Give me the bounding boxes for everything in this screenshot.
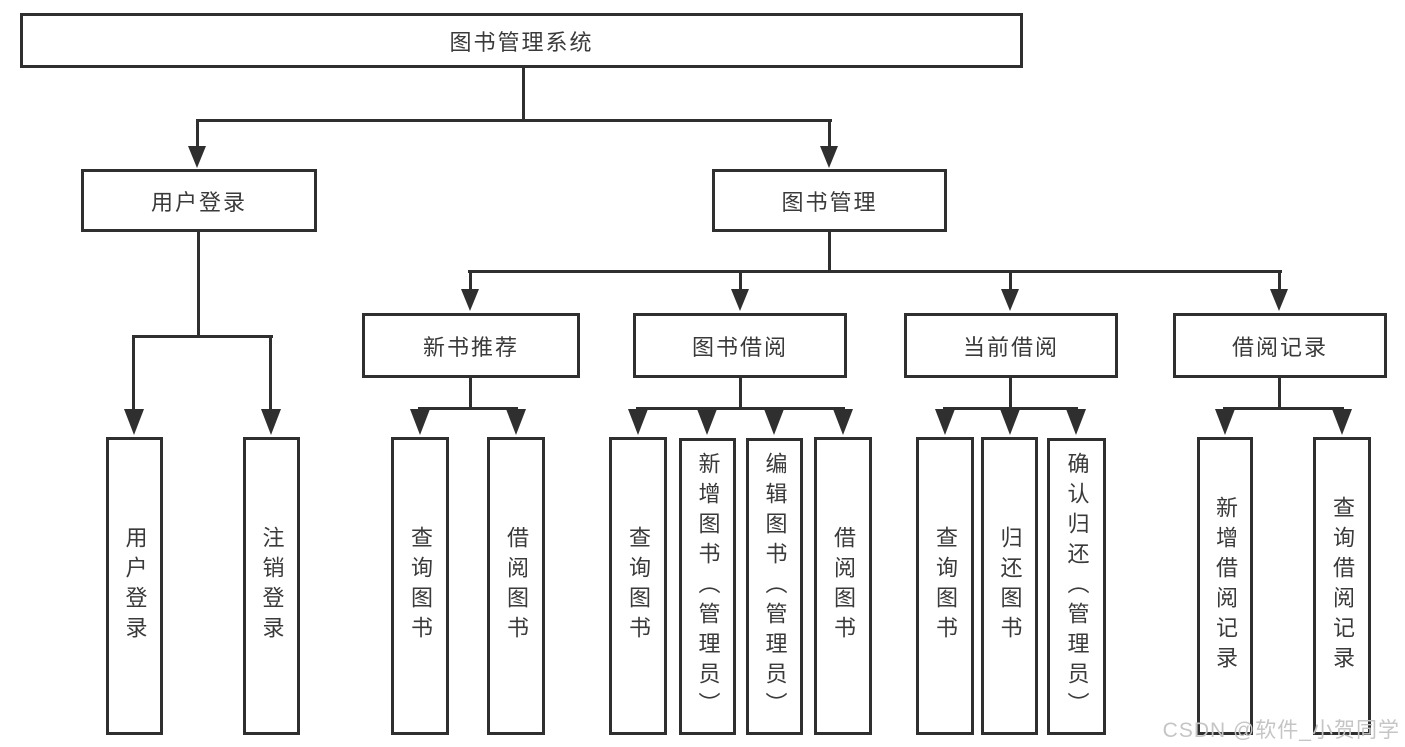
connector-level2-rail bbox=[196, 119, 832, 122]
leaf-bb-borrow-label: 借阅图书 bbox=[831, 526, 856, 646]
leaf-bb-borrow: 借阅图书 bbox=[814, 437, 872, 735]
connector-borrow-log-rail bbox=[1223, 407, 1344, 410]
arrowhead-leaf-bl-query bbox=[1332, 409, 1352, 435]
arrowhead-leaf-cb-query bbox=[935, 409, 955, 435]
leaf-cb-return: 归还图书 bbox=[981, 437, 1038, 735]
arrowhead-leaf-bb-edit bbox=[764, 409, 784, 435]
leaf-nb-query: 查询图书 bbox=[391, 437, 449, 735]
leaf-bb-add: 新增图书（管理员） bbox=[679, 438, 736, 735]
connector-book-borrow-down bbox=[739, 378, 742, 410]
arrowhead-leaf-cb-return bbox=[1000, 409, 1020, 435]
node-root: 图书管理系统 bbox=[20, 13, 1023, 68]
connector-stem-book-borrow bbox=[739, 270, 742, 290]
leaf-bb-edit: 编辑图书（管理员） bbox=[746, 438, 803, 735]
leaf-cb-return-label: 归还图书 bbox=[997, 526, 1023, 646]
node-book-mgmt-label: 图书管理 bbox=[781, 189, 878, 215]
arrowhead-cur-borrow bbox=[1001, 289, 1019, 311]
node-user-login: 用户登录 bbox=[81, 169, 317, 232]
node-borrow-log-label: 借阅记录 bbox=[1231, 334, 1328, 360]
leaf-bb-edit-label: 编辑图书（管理员） bbox=[762, 451, 788, 722]
leaf-cb-query: 查询图书 bbox=[916, 437, 974, 735]
arrowhead-leaf-bb-query bbox=[628, 409, 648, 435]
node-user-login-label: 用户登录 bbox=[150, 189, 247, 215]
leaf-user-login-label: 用户登录 bbox=[122, 526, 148, 646]
arrowhead-book-borrow bbox=[731, 289, 749, 311]
connector-level3-rail bbox=[468, 270, 1282, 273]
leaf-logout: 注销登录 bbox=[243, 437, 300, 735]
node-book-borrow: 图书借阅 bbox=[633, 313, 847, 378]
connector-stem-borrow-log bbox=[1278, 270, 1281, 290]
leaf-nb-borrow-label: 借阅图书 bbox=[504, 526, 529, 646]
arrowhead-new-book bbox=[461, 289, 479, 311]
connector-user-login-rail bbox=[132, 335, 273, 338]
node-new-book: 新书推荐 bbox=[362, 313, 580, 378]
node-root-label: 图书管理系统 bbox=[449, 29, 594, 55]
connector-book-borrow-rail bbox=[636, 407, 845, 410]
connector-user-login-down bbox=[197, 232, 200, 337]
node-cur-borrow: 当前借阅 bbox=[904, 313, 1118, 378]
connector-book-mgmt-down bbox=[828, 232, 831, 272]
leaf-cb-query-label: 查询图书 bbox=[933, 526, 958, 646]
connector-stem-book-mgmt bbox=[828, 119, 831, 147]
leaf-bb-query: 查询图书 bbox=[609, 437, 667, 735]
arrowhead-leaf-bl-add bbox=[1215, 409, 1235, 435]
leaf-logout-label: 注销登录 bbox=[259, 526, 285, 646]
leaf-cb-confirm: 确认归还（管理员） bbox=[1047, 438, 1106, 735]
arrowhead-leaf-bb-borrow bbox=[833, 409, 853, 435]
leaf-nb-borrow: 借阅图书 bbox=[487, 437, 545, 735]
connector-stem-leaf-logout bbox=[269, 335, 272, 411]
node-borrow-log: 借阅记录 bbox=[1173, 313, 1387, 378]
leaf-bl-add-label: 新增借阅记录 bbox=[1213, 496, 1238, 676]
leaf-bb-add-label: 新增图书（管理员） bbox=[695, 451, 721, 722]
connector-new-book-down bbox=[469, 378, 472, 410]
node-new-book-label: 新书推荐 bbox=[422, 334, 519, 360]
connector-stem-cur-borrow bbox=[1009, 270, 1012, 290]
arrowhead-book-mgmt bbox=[820, 146, 838, 168]
arrowhead-leaf-nb-query bbox=[410, 409, 430, 435]
arrowhead-leaf-cb-confirm bbox=[1066, 409, 1086, 435]
connector-borrow-log-down bbox=[1278, 378, 1281, 410]
connector-stem-leaf-user-login bbox=[132, 335, 135, 411]
csdn-watermark: CSDN @软件_小贺同学 bbox=[1162, 719, 1400, 742]
leaf-bl-add: 新增借阅记录 bbox=[1197, 437, 1253, 735]
arrowhead-leaf-bb-add bbox=[697, 409, 717, 435]
leaf-user-login: 用户登录 bbox=[106, 437, 163, 735]
arrowhead-borrow-log bbox=[1270, 289, 1288, 311]
connector-stem-new-book bbox=[469, 270, 472, 290]
arrowhead-leaf-nb-borrow bbox=[506, 409, 526, 435]
arrowhead-leaf-logout bbox=[261, 409, 281, 435]
leaf-bl-query-label: 查询借阅记录 bbox=[1330, 496, 1355, 676]
arrowhead-leaf-user-login bbox=[124, 409, 144, 435]
arrowhead-user-login bbox=[188, 146, 206, 168]
connector-root-stem bbox=[522, 68, 525, 121]
connector-stem-user-login bbox=[196, 119, 199, 147]
leaf-cb-confirm-label: 确认归还（管理员） bbox=[1064, 451, 1090, 722]
node-book-mgmt: 图书管理 bbox=[712, 169, 947, 232]
leaf-bl-query: 查询借阅记录 bbox=[1313, 437, 1371, 735]
node-book-borrow-label: 图书借阅 bbox=[691, 334, 788, 360]
leaf-bb-query-label: 查询图书 bbox=[626, 526, 651, 646]
connector-new-book-rail bbox=[418, 407, 518, 410]
leaf-nb-query-label: 查询图书 bbox=[408, 526, 433, 646]
connector-cur-borrow-down bbox=[1009, 378, 1012, 410]
node-cur-borrow-label: 当前借阅 bbox=[962, 334, 1059, 360]
connector-cur-borrow-rail bbox=[943, 407, 1078, 410]
